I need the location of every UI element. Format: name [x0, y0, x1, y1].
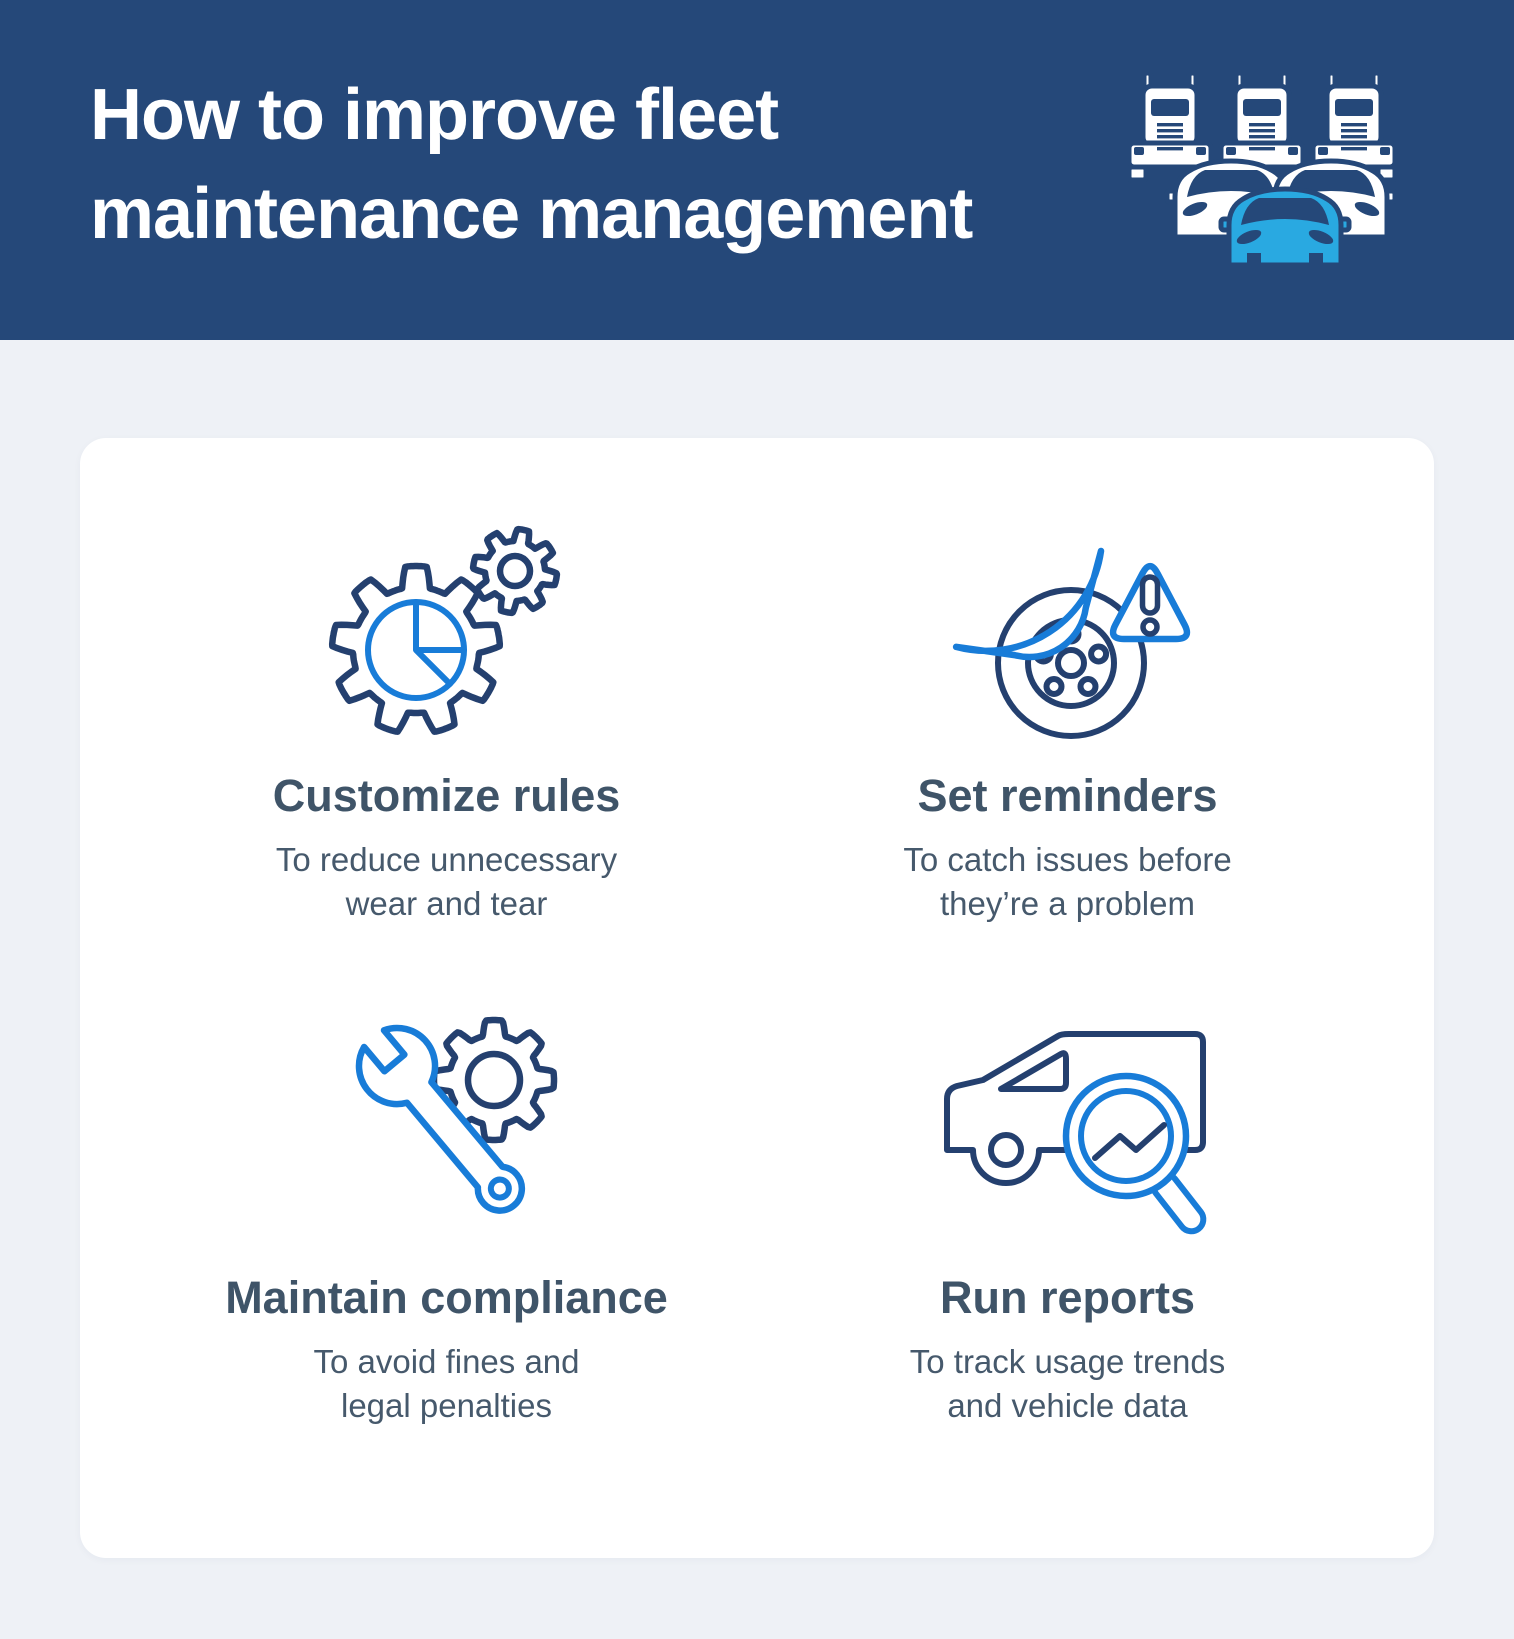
brake-disc-warning-icon: [918, 496, 1218, 746]
page-title: How to improve fleet maintenance managem…: [90, 66, 973, 264]
feature-title: Set reminders: [917, 770, 1218, 821]
feature-title: Customize rules: [272, 770, 621, 821]
feature-description: To catch issues before they’re a problem: [903, 840, 1232, 922]
gears-pie-chart-icon: [297, 496, 597, 746]
feature-description: To reduce unnecessary wear and tear: [275, 840, 618, 922]
feature-run-reports: Run reports To track usage trends and ve…: [757, 998, 1378, 1558]
page-title-line2: maintenance management: [90, 174, 973, 254]
fleet-of-trucks-and-cars-icon: [1128, 73, 1396, 265]
feature-maintain-compliance: Maintain compliance To avoid fines and l…: [136, 998, 757, 1558]
feature-description: To track usage trends and vehicle data: [909, 1342, 1226, 1424]
feature-title: Maintain compliance: [225, 1272, 668, 1323]
feature-set-reminders: Set reminders To catch issues before the…: [757, 438, 1378, 998]
page-title-line1: How to improve fleet: [90, 75, 779, 155]
feature-title: Run reports: [939, 1272, 1195, 1323]
header-banner: How to improve fleet maintenance managem…: [0, 0, 1514, 340]
van-magnifier-icon: [903, 998, 1233, 1248]
wrench-gear-icon: [297, 998, 597, 1248]
feature-customize-rules: Customize rules To reduce unnecessary we…: [136, 438, 757, 998]
features-card: Customize rules To reduce unnecessary we…: [80, 438, 1434, 1558]
feature-description: To avoid fines and legal penalties: [313, 1342, 580, 1424]
